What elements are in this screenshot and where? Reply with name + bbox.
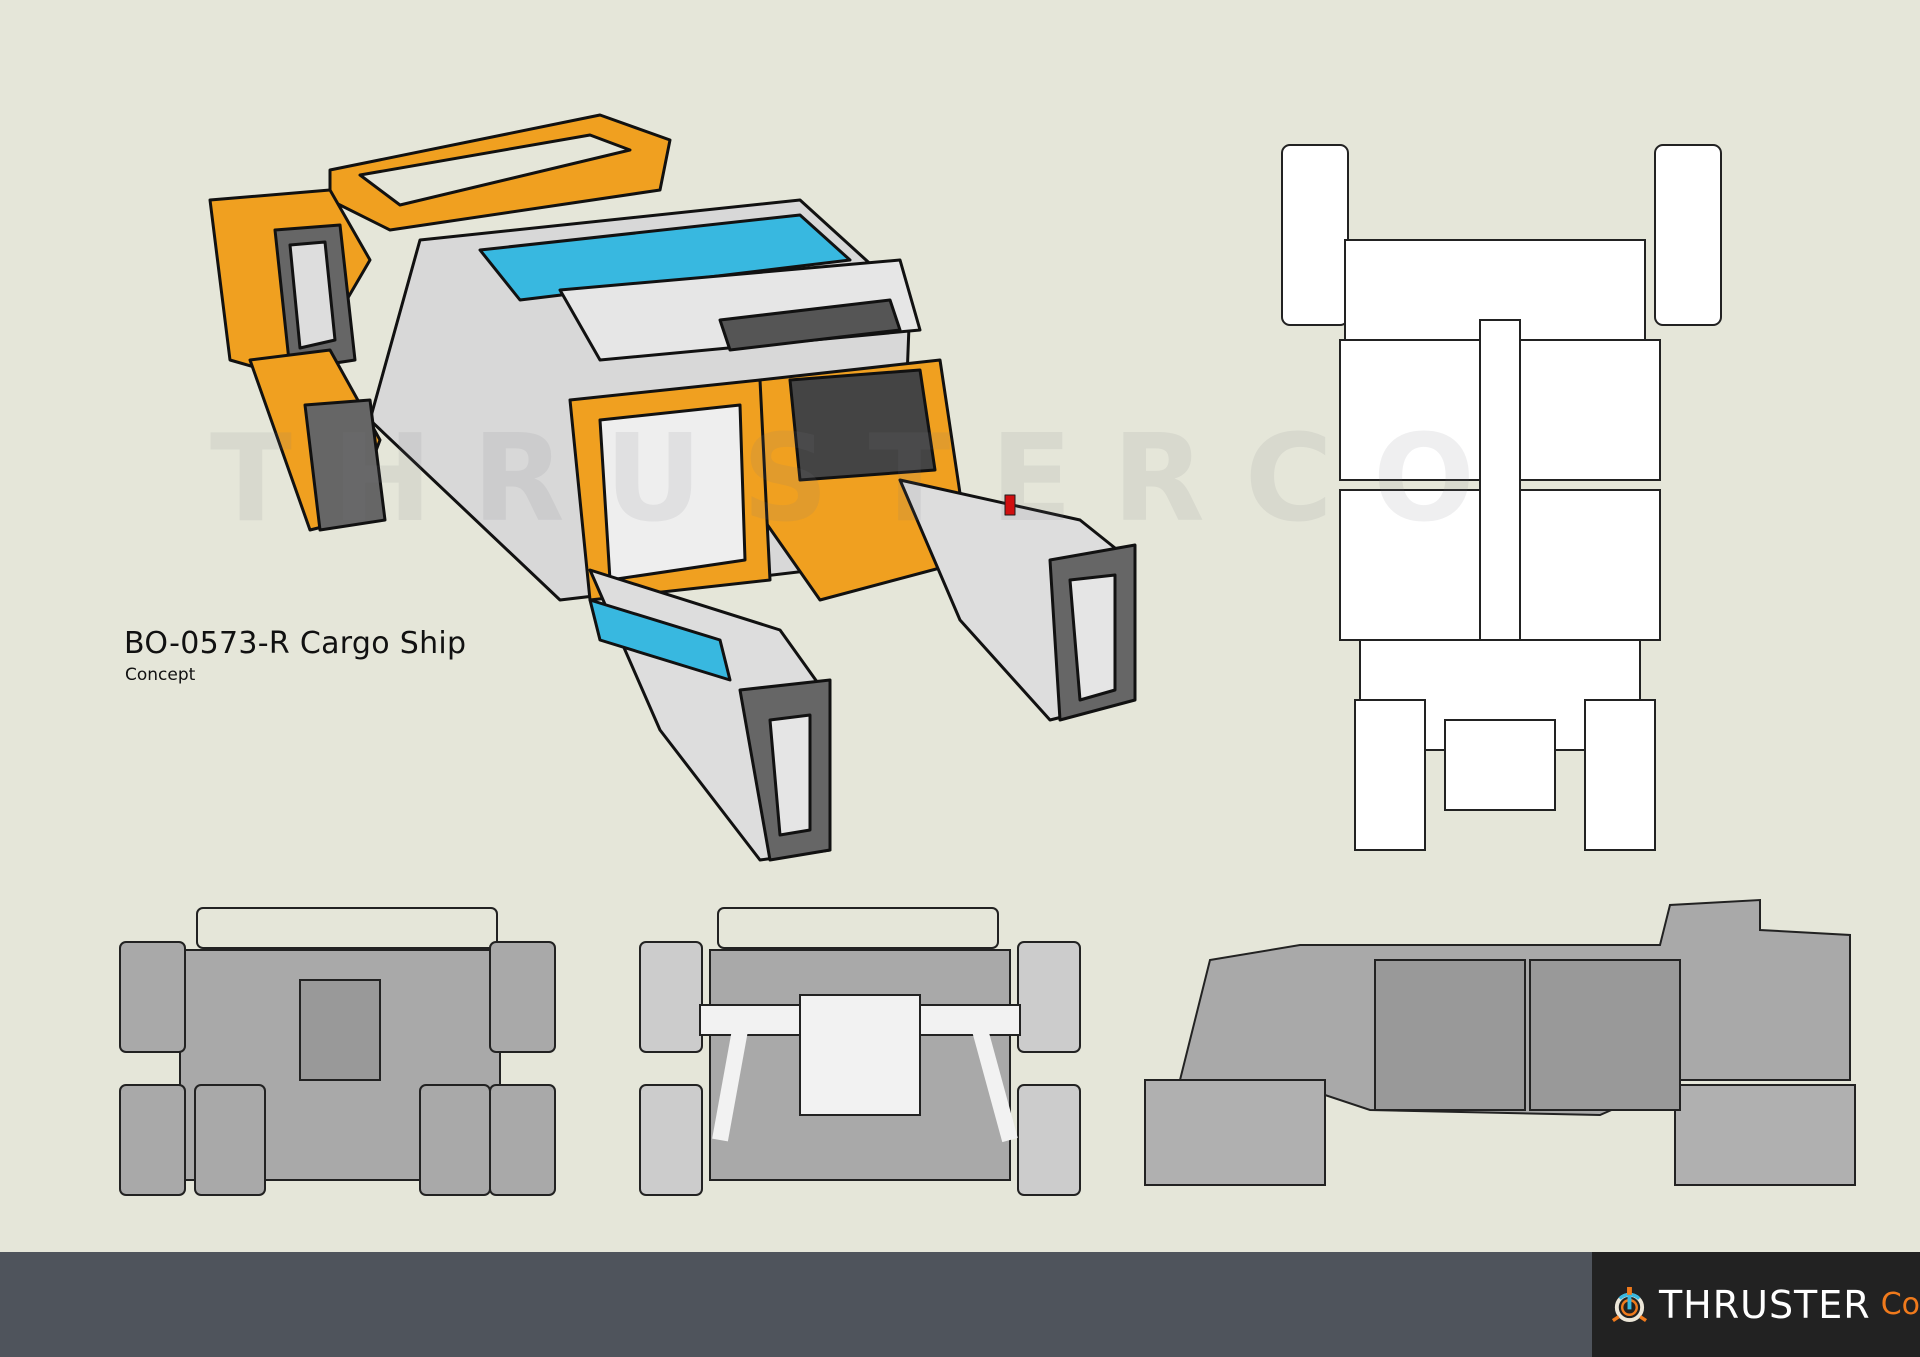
logo-name: THRUSTER [1658, 1282, 1871, 1327]
ship-rear-view [639, 907, 1081, 1196]
concept-art [119, 113, 1856, 1196]
ship-front-view [119, 907, 556, 1196]
logo-suffix: Co [1880, 1287, 1920, 1322]
thruster-logo-icon [1611, 1286, 1647, 1322]
ship-top-view [1281, 144, 1722, 851]
ship-subtitle: Concept [125, 665, 196, 685]
ship-title: BO-0573-R Cargo Ship [124, 626, 467, 661]
company-logo: THRUSTER Co [1592, 1252, 1920, 1357]
ship-side-view [1144, 898, 1856, 1186]
ship-perspective-view [208, 113, 1137, 862]
footer-bar: THRUSTER Co [0, 1252, 1920, 1357]
